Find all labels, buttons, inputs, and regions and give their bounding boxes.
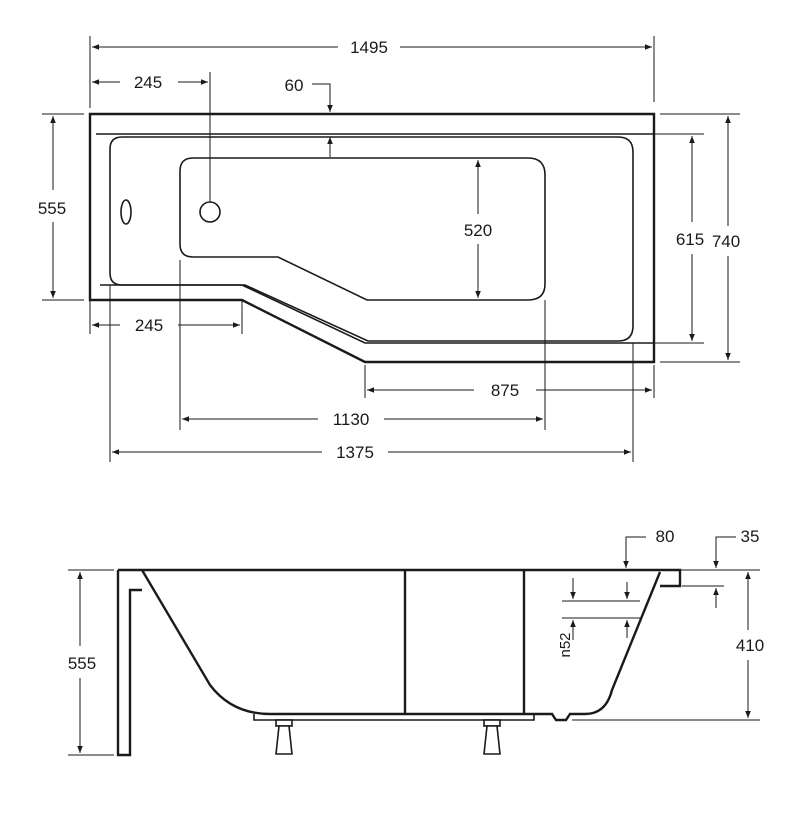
dim-rim-35: 35: [741, 527, 760, 546]
dim-total-length: 1495: [350, 38, 388, 57]
dim-inner-length: 1375: [336, 443, 374, 462]
dim-rim-80: 80: [656, 527, 675, 546]
dim-overflow: n52: [557, 632, 574, 657]
outer-outline: [88, 112, 656, 364]
dim-step-offset: 245: [135, 316, 163, 335]
inner-rim: [109, 136, 634, 342]
top-view: [88, 112, 656, 364]
tub-body: [140, 569, 662, 722]
dim-inner-total: 615: [676, 230, 704, 249]
dim-depth: 410: [736, 636, 764, 655]
dim-height-left: 555: [38, 199, 66, 218]
rim-line-lower: [100, 284, 654, 344]
side-view: [116, 568, 682, 757]
leg-right: [483, 719, 501, 755]
basin-inner: [179, 157, 546, 301]
side-view-dimensions: 555 80 35 n52 410: [68, 527, 764, 756]
dim-rim-width: 60: [285, 76, 304, 95]
front-panel: [116, 570, 142, 757]
bottom-plate: [253, 714, 535, 721]
dim-wide-section: 875: [491, 381, 519, 400]
drain-icon: [199, 201, 221, 223]
top-view-dimensions: 1495 245 60 555 520 615 740: [38, 36, 740, 462]
side-rim: [118, 568, 682, 588]
overflow-icon: [120, 199, 132, 225]
dim-inner-width: 520: [464, 221, 492, 240]
dim-total-width: 740: [712, 232, 740, 251]
dim-bottom-length: 1130: [333, 410, 370, 429]
dim-side-height: 555: [68, 654, 96, 673]
leg-left: [275, 719, 293, 755]
dim-drain-offset: 245: [134, 73, 162, 92]
